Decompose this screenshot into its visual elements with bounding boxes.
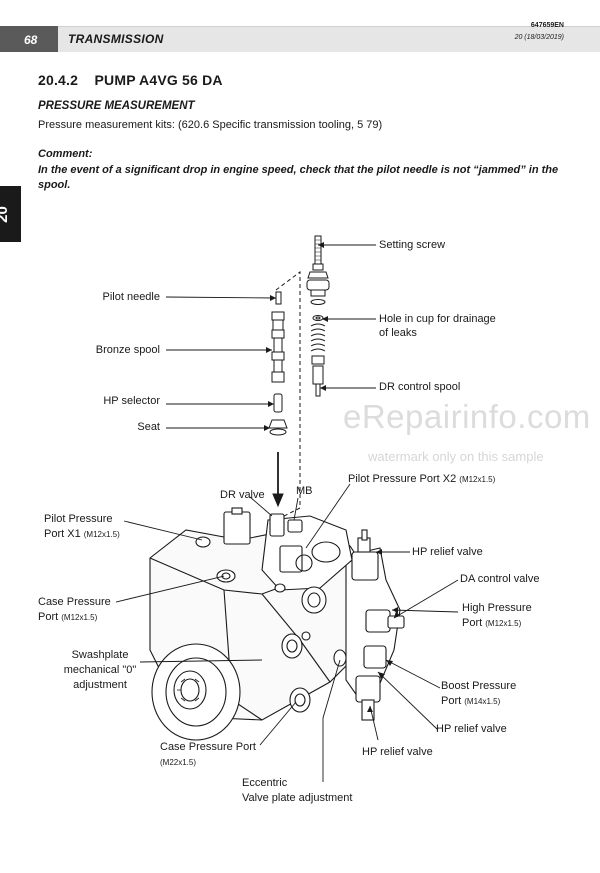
label-boost-port-text: Port xyxy=(441,695,462,707)
page-number: 68 xyxy=(0,26,58,52)
label-seat: Seat xyxy=(137,421,160,433)
label-mb: MB xyxy=(296,485,313,497)
spool-stack xyxy=(268,291,288,436)
label-high-port-text: Port xyxy=(462,617,483,629)
leader-arrowheads xyxy=(264,242,400,712)
label-pilot-port-x1-text: Port X1 xyxy=(44,528,81,540)
body-text: Pressure measurement kits: (620.6 Specif… xyxy=(38,119,383,131)
chapter-side-tab: 20 xyxy=(0,186,21,242)
label-pilot-needle: Pilot needle xyxy=(102,291,161,303)
label-eccentric-line2: Valve plate adjustment xyxy=(242,792,353,804)
label-hole-cup: Hole in cup for drainage xyxy=(379,313,496,325)
page-header: 68 TRANSMISSION 647659EN 20 (18/03/2019) xyxy=(0,22,600,52)
header-section-title: TRANSMISSION xyxy=(68,32,164,46)
comment-text: In the event of a significant drop in en… xyxy=(38,164,559,191)
leader-lines xyxy=(115,244,459,782)
label-eccentric-line1: Eccentric xyxy=(242,777,288,789)
label-dr-valve: DR valve xyxy=(220,489,265,501)
label-high-port-spec: (M12x1.5) xyxy=(485,619,522,628)
label-case-port-m22-spec: (M22x1.5) xyxy=(160,758,197,767)
label-swashplate-line2: mechanical "0" xyxy=(63,664,137,676)
assembly-arrow-head xyxy=(272,493,284,508)
label-high-port-line2: Port (M12x1.5) xyxy=(462,616,521,631)
label-hp-relief-mid: HP relief valve xyxy=(436,723,507,735)
label-boost-port-spec: (M14x1.5) xyxy=(464,697,501,706)
doc-number: 647659EN xyxy=(530,22,564,29)
label-da-control-valve: DA control valve xyxy=(460,573,540,585)
label-bronze-spool: Bronze spool xyxy=(95,344,160,356)
label-pilot-port-x2: Pilot Pressure Port X2 (M12x1.5) xyxy=(348,472,495,487)
label-boost-port-line2: Port (M14x1.5) xyxy=(441,694,500,709)
comment-title: Comment: xyxy=(38,148,93,160)
label-pilot-port-x1-line1: Pilot Pressure xyxy=(44,513,113,525)
label-case-port-text: Port xyxy=(38,611,59,623)
label-dr-control-spool: DR control spool xyxy=(379,381,461,393)
label-boost-port-line1: Boost Pressure xyxy=(441,680,517,692)
label-pilot-port-x1-line2: Port X1 (M12x1.5) xyxy=(44,527,120,542)
header-bar xyxy=(58,26,600,52)
label-pilot-port-x1-spec: (M12x1.5) xyxy=(83,530,120,539)
watermark-text: eRepairinfo.com xyxy=(343,398,591,435)
sub-title: PRESSURE MEASUREMENT xyxy=(38,100,195,112)
doc-revision: 20 (18/03/2019) xyxy=(514,34,564,41)
label-pilot-port-x2-text: Pilot Pressure Port X2 xyxy=(348,473,457,485)
label-hp-relief-top: HP relief valve xyxy=(412,546,483,558)
setting-screw-stack xyxy=(306,235,330,397)
label-case-port-line2: Port (M12x1.5) xyxy=(38,610,97,625)
label-hp-selector: HP selector xyxy=(103,395,160,407)
label-setting-screw: Setting screw xyxy=(379,239,446,251)
label-swashplate-line1: Swashplate xyxy=(71,649,129,661)
pump-housing xyxy=(149,507,405,741)
watermark-subtext: watermark only on this sample xyxy=(368,449,544,464)
label-high-port-line1: High Pressure xyxy=(462,602,532,614)
label-case-port-spec: (M12x1.5) xyxy=(61,613,98,622)
section-title: 20.4.2 PUMP A4VG 56 DA xyxy=(38,72,223,88)
label-case-port-line1: Case Pressure xyxy=(38,596,111,608)
label-case-port-m22: Case Pressure Port xyxy=(160,741,256,753)
exploded-frame xyxy=(275,271,301,521)
label-swashplate-line3: adjustment xyxy=(73,679,127,691)
label-of-leaks: of leaks xyxy=(379,327,417,339)
label-hp-relief-bottom: HP relief valve xyxy=(362,746,433,758)
label-pilot-port-x2-spec: (M12x1.5) xyxy=(459,475,496,484)
